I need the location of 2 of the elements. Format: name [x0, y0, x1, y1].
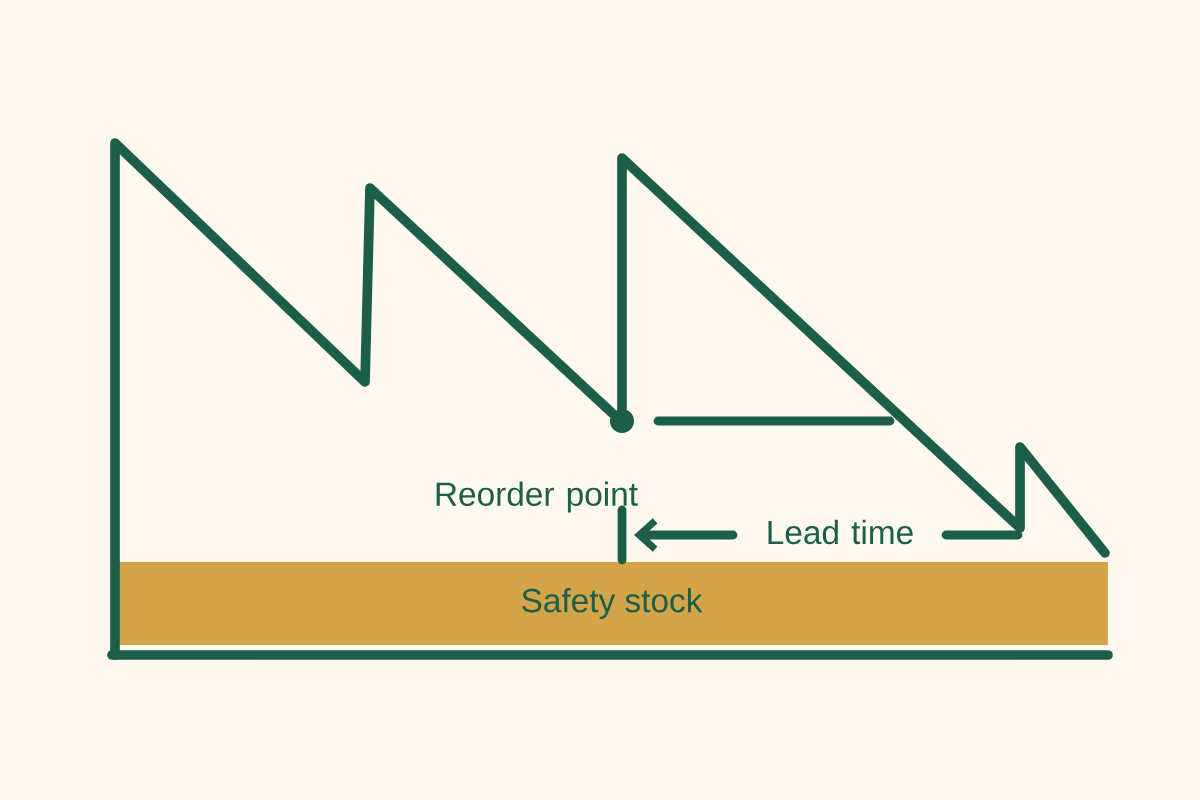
- reorder-point-label: Reorder point: [436, 481, 638, 513]
- safety-stock-band: Safety stock: [115, 562, 1108, 645]
